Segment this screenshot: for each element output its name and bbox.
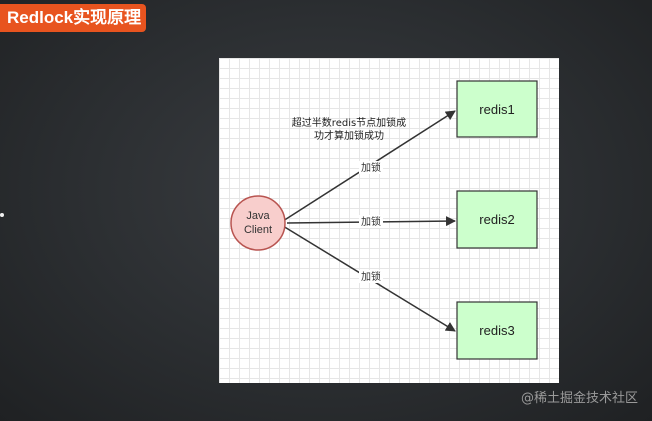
java-client-node xyxy=(230,195,286,251)
redis3-node xyxy=(456,301,538,360)
redis1-label: redis1 xyxy=(479,102,514,117)
client-label-line2: Client xyxy=(244,224,272,236)
client-label-line1: Java xyxy=(246,210,270,222)
note-line-2: 功才算加锁成功 xyxy=(314,129,384,142)
redis2-label: redis2 xyxy=(479,212,514,227)
page-title: Redlock实现原理 xyxy=(0,4,146,32)
note-line-1: 超过半数redis节点加锁成 xyxy=(292,116,406,129)
watermark: @稀土掘金技术社区 xyxy=(520,391,638,406)
diagram-svg: 加锁 加锁 加锁 超过半数redis节点加锁成 功才算加锁成功 Java Cli… xyxy=(230,80,538,360)
edge-label-1: 加锁 xyxy=(361,161,381,174)
edge-label-2: 加锁 xyxy=(361,215,381,228)
redis2-node xyxy=(456,190,538,249)
pointer-dot xyxy=(0,213,4,217)
redis3-label: redis3 xyxy=(479,323,514,338)
diagram-canvas: 加锁 加锁 加锁 超过半数redis节点加锁成 功才算加锁成功 Java Cli… xyxy=(219,58,559,383)
edge-label-3: 加锁 xyxy=(361,270,381,283)
redis1-node xyxy=(456,80,538,138)
